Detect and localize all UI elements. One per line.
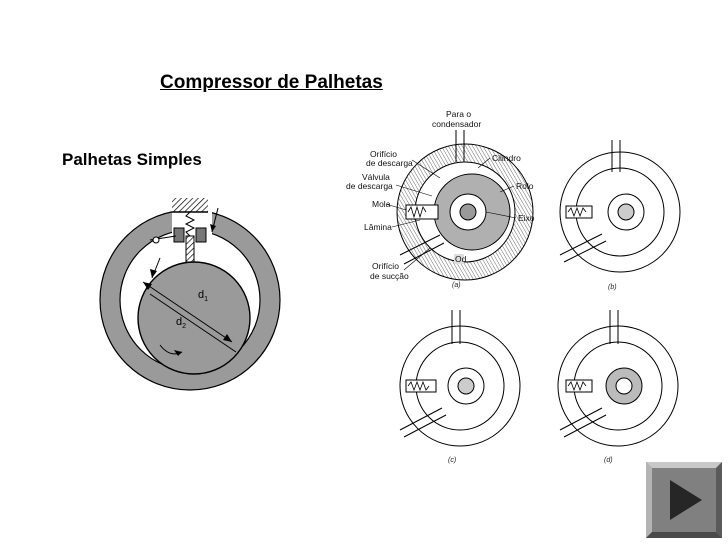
slide-subtitle: Palhetas Simples	[62, 150, 202, 169]
lamina-label: Lâmina	[364, 222, 392, 232]
cilindro-label: Cilindro	[492, 153, 521, 163]
para-o-label: Para o	[446, 109, 471, 119]
panel-d	[557, 310, 679, 447]
valvula-label-2: de descarga	[346, 181, 393, 191]
orificio-succao-label-2: de sucção	[370, 271, 409, 281]
condensador-label: condensador	[432, 119, 481, 129]
orificio-descarga-label-2: de descarga	[366, 158, 413, 168]
play-triangle-icon	[646, 462, 722, 538]
caption-a: (a)	[452, 282, 461, 289]
caption-b: (b)	[608, 284, 617, 291]
od-label: Od	[455, 254, 467, 264]
caption-c: (c)	[448, 457, 456, 464]
panel-a	[396, 130, 534, 281]
next-slide-button[interactable]	[646, 462, 722, 538]
orificio-descarga-label-1: Orifício	[370, 149, 397, 159]
diameter-lines	[142, 257, 237, 356]
d2-label: d2	[176, 316, 186, 330]
panel-c	[399, 310, 521, 447]
mola-label: Mola	[372, 199, 391, 209]
vane-assembly	[149, 198, 219, 263]
panel-b	[559, 140, 681, 273]
orificio-succao-label-1: Orifício	[372, 261, 399, 271]
valvula-label-1: Válvula	[362, 172, 390, 182]
slide-title: Compressor de Palhetas	[160, 72, 383, 93]
d1-label: d1	[198, 289, 208, 303]
eixo-label: Eixo	[518, 213, 535, 223]
rotor	[137, 261, 251, 375]
rolo-label: Rolo	[516, 181, 534, 191]
caption-d: (d)	[604, 457, 613, 464]
leader-lines	[385, 157, 517, 271]
